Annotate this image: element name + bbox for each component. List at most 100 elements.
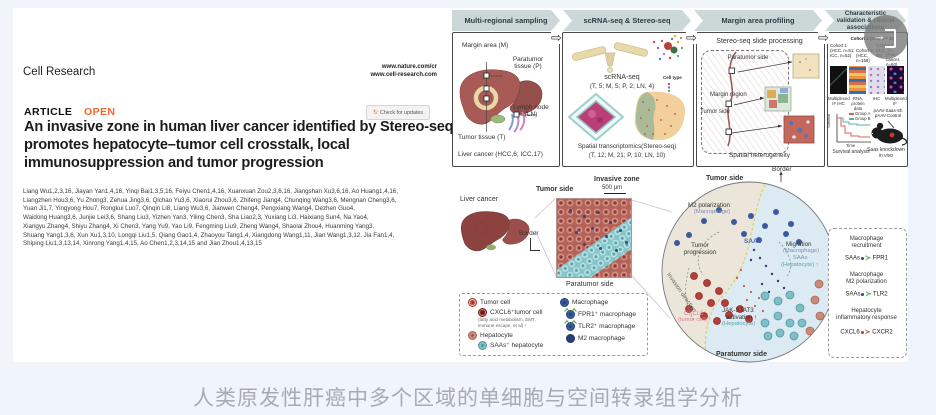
survival-plot (836, 114, 871, 143)
mouse-icon (871, 120, 908, 146)
liver-small-icon (460, 211, 530, 252)
macrophage-icon (560, 298, 569, 307)
saas-hepatocyte-icon (478, 341, 487, 350)
microfluidic-device-icon (572, 42, 648, 73)
label-liver-cancer: Liver cancer (460, 196, 499, 203)
thumbnail-ihc (868, 66, 885, 94)
m2-macrophage-icon (566, 334, 575, 343)
border-pointer-line (530, 238, 540, 251)
label-thumb3: IHC (872, 96, 881, 101)
pathway1-formula: SAAs≻ FPR1 (845, 255, 888, 262)
author-line: Xiangyu Zhang4, Shiyu Zhang4, Xi Chen3, … (23, 222, 375, 230)
pathway2-formula: SAAs≻ TLR2 (845, 291, 888, 298)
fpr1-macrophage-icon (564, 308, 577, 319)
label-slide-processing: Stereo-seq slide processing (716, 38, 803, 45)
label-invasive-zone: Invasive zone (594, 176, 640, 183)
cell-legend-box (459, 293, 648, 356)
label-spatial-heterogeneity: Spatial heterogeneity (728, 152, 791, 159)
scale-bar (604, 193, 626, 194)
author-line: Shuang Yang1,3,6, Xun Xu1,3,10, Longqi L… (23, 231, 395, 239)
fpr1-receptor-icon: ≻ (865, 255, 871, 262)
survival-legend-groupB: Group B (849, 116, 871, 121)
legend-m2-macrophage: M2 macrophage (566, 334, 625, 343)
label-cxcl6-sub: (tumor cell) ↑ (678, 317, 712, 323)
legend-tlr2-macrophage: TLR2⁺ macrophage (564, 320, 635, 331)
legend-macrophage: Macrophage (560, 298, 608, 307)
journal-url-2: www.cell-research.com (370, 71, 437, 78)
pathway3-formula: CXCL6≻ CXCR2 (840, 329, 893, 336)
check-updates-icon: ↻ (372, 110, 379, 116)
journal-url-1: www.nature.com/cr (381, 64, 437, 70)
saas-hepatocyte-band (557, 199, 631, 277)
pathway-legend-box (828, 228, 907, 358)
step-banner-margin-profiling: Margin area profiling (694, 10, 822, 31)
cxcr2-receptor-icon: ≻ (864, 329, 871, 336)
step-banner-multi-regional-sampling: Multi-regional sampling (452, 10, 560, 31)
label-thumb1: Multiplexed IF IHC (828, 96, 850, 106)
panel-connector-arrow-icon: ⇨ (686, 30, 697, 45)
hepatocyte-icon (468, 331, 477, 340)
label-paratumor-tissue: Paratumor tissue (P) (512, 56, 544, 70)
legend-tumor-cell: Tumor cell (468, 298, 510, 307)
open-access-label: OPEN (84, 106, 116, 118)
thumbnail-multiplexed-if (887, 66, 904, 94)
spatial-map-icon (634, 91, 685, 140)
margin-profiling-graphics (725, 51, 820, 147)
label-survival-analysis: Survival analysis (832, 149, 870, 155)
paper-title-line3: immunosuppression and tumor progression (24, 155, 324, 171)
label-in-vivo: in vivo (878, 153, 894, 159)
label-jak-hepatocyte: (Hepatocyte) (722, 321, 756, 327)
label-hist-border: Border (519, 230, 539, 237)
legend-cxcl6-tumor-cell: CXCL6⁺tumor cell (478, 308, 543, 317)
label-cxcl6: CXCL6⁺ (684, 311, 707, 317)
label-hist-paratumor-side: Paratumor side (566, 281, 614, 288)
label-scrna-counts: (T, 5; M, 5; P, 2; LN, 4) (589, 83, 655, 90)
label-margin-area: Margin area (M) (462, 42, 509, 49)
label-migration: Migration (786, 241, 812, 248)
thumbnail-rna-protein-heatmap (849, 66, 866, 94)
label-thumb2: RNA, protein data (851, 96, 865, 111)
label-saas: SAAs (744, 238, 762, 245)
legend-saas-hepatocyte: SAAs⁺ hepatocyte (478, 341, 543, 350)
survival-legend-groupA: Group A (849, 111, 870, 116)
invasive-zone-micrograph (556, 198, 632, 278)
open-link-button[interactable]: → (864, 15, 908, 59)
figure-caption: 人类原发性肝癌中多个区域的单细胞与空间转录组学分析 (193, 387, 743, 410)
check-for-updates-badge[interactable]: ↻ Check for updates (366, 105, 430, 120)
author-list: Liang Wu1,2,3,16, Jiayan Yan1,4,16, Yinq… (23, 188, 453, 249)
journal-urls: www.nature.com/cr www.cell-research.com (320, 64, 437, 79)
label-margin-region: Margin region (710, 92, 747, 98)
enter-arrow-icon: → (873, 28, 886, 43)
author-line: Yuan Ji1,7, Yingyong Hou7, Rongkui Luo7,… (23, 205, 355, 213)
legend-note-1: (fatty acid metabolism, EMT, (478, 317, 536, 322)
author-line: Waidong Huang3,6, Junjie Lei3,6, Shang L… (23, 214, 369, 222)
label-migration-sub: (Macrophage) (783, 248, 820, 254)
label-migration-saas: SAAs (793, 255, 808, 261)
cxcl6-tumor-cell-icon (478, 308, 487, 317)
panel-connector-arrow-icon: ⇨ (551, 30, 562, 45)
label-paav-saas-sh: pAAV-Saas-Sh (873, 108, 903, 113)
label-saas-knockdown: Saas knockdown (867, 147, 905, 153)
step-banner-scrna-stereo: scRNA-seq & Stereo-seq (563, 10, 691, 31)
label-liver-cancer-counts: Liver cancer (HCC,6; ICC,17) (458, 151, 543, 158)
label-tumor-side: Tumor side (700, 109, 730, 115)
label-cohort5: Cohort 5 (HCC, n=159) (856, 48, 873, 63)
label-hist-tumor-side: Tumor side (536, 186, 574, 193)
tlr2-receptor-icon: ≻ (865, 291, 872, 298)
macrophage-dots (569, 209, 572, 212)
thumbnail-multiplexed-if-ihc (830, 66, 847, 94)
label-tumor-progression: Tumor progression (683, 242, 717, 256)
enter-bracket-icon (885, 29, 896, 48)
label-circle-border: Border (772, 166, 792, 173)
mechanism-circle (661, 171, 837, 363)
label-cell-type: Cell type (663, 75, 682, 80)
legend-fpr1-macrophage: FPR1⁺ macrophage (564, 308, 636, 319)
label-paratumor-side: Paratumor side (727, 55, 769, 61)
legend-hepatocyte: Hepatocyte (468, 331, 513, 340)
label-circle-tumor-side: Tumor side (706, 175, 744, 182)
author-line: Liangzhen Hou3,6, Yu Zhong3, Zehua Jing3… (23, 196, 397, 204)
